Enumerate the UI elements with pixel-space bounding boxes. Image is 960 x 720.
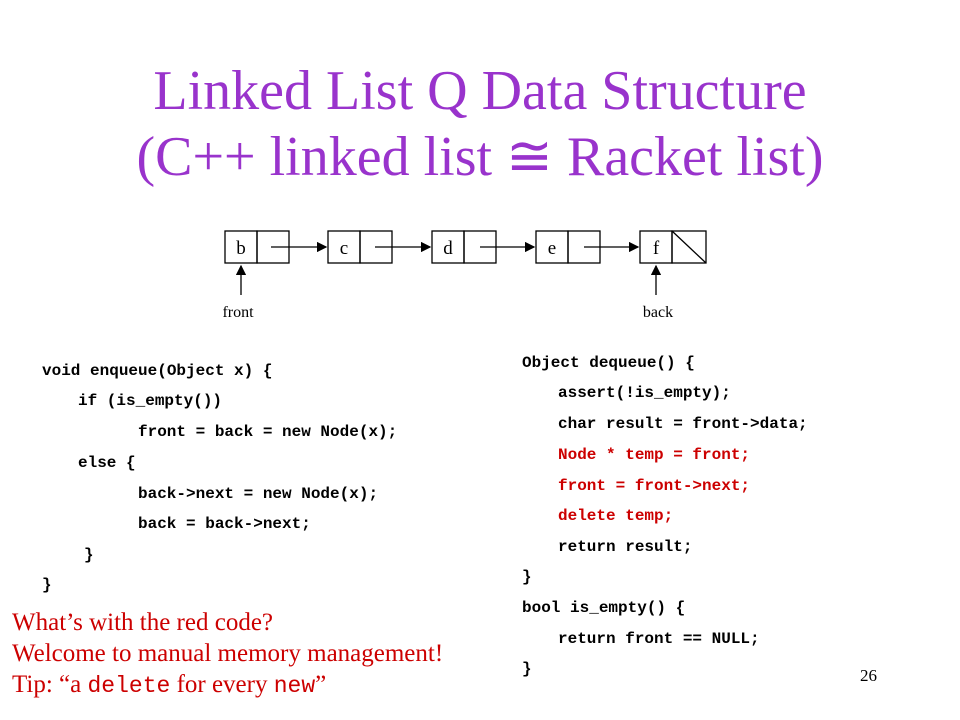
note-line-2: Welcome to manual memory management! [12, 640, 444, 667]
code-line: if (is_empty()) [78, 392, 223, 410]
code-line: back = back->next; [138, 515, 311, 533]
note-tip-prefix: Tip: “a [12, 671, 88, 698]
code-line: return result; [558, 538, 693, 556]
code-line-highlighted: front = front->next; [558, 477, 751, 495]
code-line-highlighted: Node * temp = front; [558, 446, 751, 464]
code-line: } [84, 546, 94, 564]
node-e-label: e [548, 238, 556, 259]
note-delete-keyword: delete [87, 673, 171, 699]
code-line: return front == NULL; [558, 630, 760, 648]
note-tip-suffix: ” [315, 671, 327, 698]
node-c-label: c [340, 238, 348, 259]
node-b-label: b [236, 238, 246, 259]
code-line: Object dequeue() { [522, 354, 695, 372]
enqueue-code-block: void enqueue(Object x) { if (is_empty())… [42, 362, 397, 594]
note-line-3: Tip: “a delete for every new” [12, 669, 443, 702]
code-line: back->next = new Node(x); [138, 485, 379, 503]
slide-title: Linked List Q Data Structure (C++ linked… [0, 58, 960, 190]
code-line: char result = front->data; [558, 415, 808, 433]
linked-list-diagram: b c d e f front back [222, 230, 707, 321]
node-f-null-slash [671, 230, 707, 264]
code-line: front = back = new Node(x); [138, 423, 398, 441]
back-label: back [643, 304, 673, 321]
code-line-highlighted: delete temp; [558, 507, 674, 525]
code-line: void enqueue(Object x) { [42, 362, 273, 380]
code-line: } [522, 568, 532, 586]
code-line: } [42, 576, 52, 594]
code-line: } [522, 660, 532, 678]
note-new-keyword: new [273, 673, 316, 699]
node-f-next-cell [671, 230, 707, 264]
title-line-2: (C++ linked list ≅ Racket list) [136, 126, 824, 188]
page-number: 26 [860, 666, 877, 685]
node-f-label: f [653, 238, 660, 259]
dequeue-code-block: Object dequeue() { assert(!is_empty); ch… [522, 354, 808, 678]
code-line: bool is_empty() { [522, 599, 686, 617]
memory-management-note: What’s with the red code? Welcome to man… [12, 607, 443, 702]
title-line-1: Linked List Q Data Structure [153, 60, 807, 122]
note-line-1: What’s with the red code? [12, 609, 274, 636]
note-tip-middle: for every [170, 671, 274, 698]
code-line: else { [78, 454, 136, 472]
node-d-label: d [443, 238, 453, 259]
front-label: front [222, 304, 254, 321]
code-line: assert(!is_empty); [558, 384, 731, 402]
